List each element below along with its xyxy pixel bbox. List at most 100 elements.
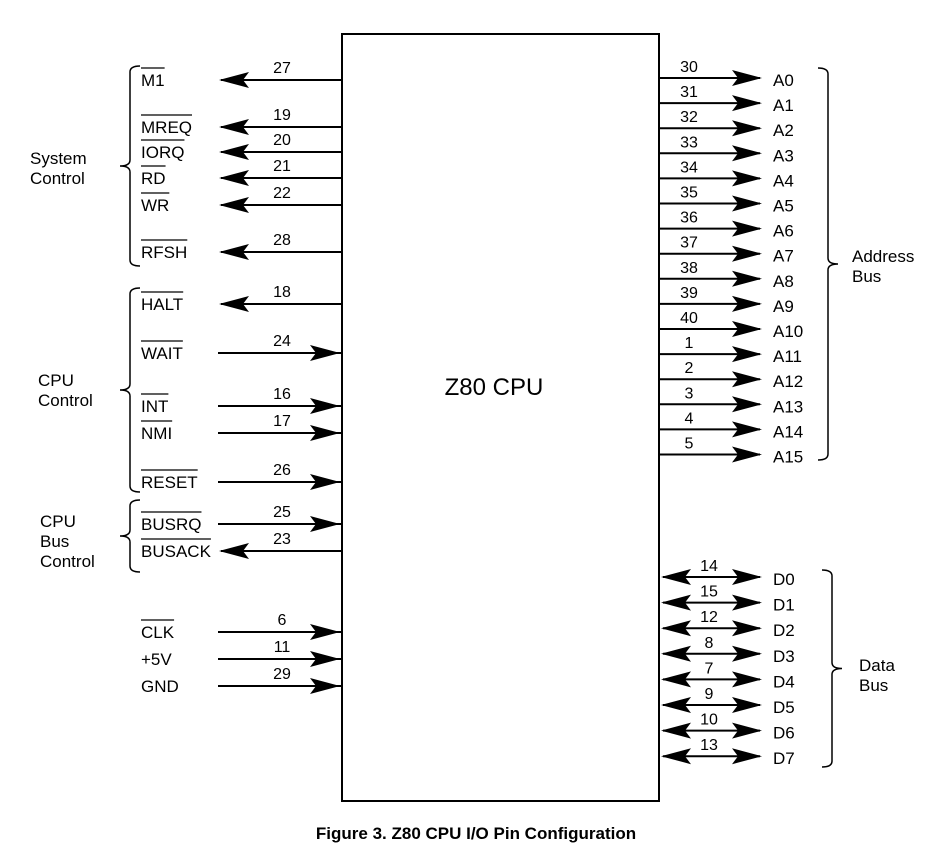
pin-number: 2 — [685, 360, 694, 377]
pin-label: CLK — [141, 623, 175, 642]
pin-number: 21 — [273, 158, 291, 175]
pin-number: 32 — [680, 109, 698, 126]
pin-label: A7 — [773, 247, 794, 266]
pin-number: 13 — [700, 737, 718, 754]
arrow-left-icon — [219, 170, 249, 186]
group-brace — [119, 65, 141, 267]
arrow-left-icon — [661, 748, 691, 765]
arrow-right-icon — [732, 170, 762, 187]
group-label: Control — [38, 391, 93, 410]
pin-label: NMI — [141, 424, 172, 443]
pin-label: D2 — [773, 621, 795, 640]
data-bus-brace — [821, 569, 843, 768]
arrow-right-icon — [732, 594, 762, 611]
pin-number: 19 — [273, 107, 291, 124]
pins-layer: M127MREQ19IORQ20RD21WR22RFSH28HALT18WAIT… — [141, 59, 803, 768]
arrow-left-icon — [219, 296, 249, 312]
pin-number: 7 — [705, 660, 714, 677]
pin-number: 10 — [700, 712, 718, 729]
pin-label: A5 — [773, 197, 794, 216]
pin-number: 8 — [705, 635, 714, 652]
arrow-right-icon — [732, 295, 762, 312]
pin-d3: 8D3 — [661, 635, 795, 666]
pin-number: 33 — [680, 134, 698, 151]
pin-number: 31 — [680, 84, 698, 101]
chip-body — [341, 33, 660, 802]
pin-label: D3 — [773, 647, 795, 666]
arrow-right-icon — [732, 346, 762, 363]
arrow-right-icon — [732, 245, 762, 262]
pin-label: RFSH — [141, 243, 187, 262]
arrow-right-icon — [732, 371, 762, 388]
pin-number: 40 — [680, 310, 698, 327]
arrow-right-icon — [310, 624, 340, 640]
pin-number: 25 — [273, 504, 291, 521]
arrow-right-icon — [310, 516, 340, 532]
arrow-right-icon — [310, 345, 340, 361]
arrow-right-icon — [732, 220, 762, 237]
pin-label: D6 — [773, 724, 795, 743]
pin-label: WR — [141, 196, 169, 215]
group-brace — [119, 287, 141, 493]
arrow-left-icon — [661, 569, 691, 585]
pin-number: 35 — [680, 185, 698, 202]
pin-number: 29 — [273, 666, 291, 683]
pin-number: 39 — [680, 285, 698, 302]
pin-number: 18 — [273, 284, 291, 301]
arrow-right-icon — [310, 425, 340, 441]
arrow-left-icon — [661, 645, 691, 662]
pin-label: A14 — [773, 422, 803, 441]
arrow-right-icon — [732, 697, 762, 713]
group-brace — [119, 499, 141, 573]
pin-label: +5V — [141, 650, 172, 669]
pin-number: 27 — [273, 60, 291, 77]
pin-label: A12 — [773, 372, 803, 391]
pin-label: D7 — [773, 749, 795, 768]
pin-label: WAIT — [141, 344, 183, 363]
pin-label: BUSRQ — [141, 515, 201, 534]
arrow-left-icon — [219, 197, 249, 213]
pin-number: 36 — [680, 210, 698, 227]
figure-caption: Figure 3. Z80 CPU I/O Pin Configuration — [316, 824, 636, 843]
arrow-left-icon — [661, 620, 691, 637]
pin-label: RD — [141, 169, 166, 188]
arrow-right-icon — [732, 120, 762, 137]
arrow-left-icon — [219, 72, 249, 88]
arrow-right-icon — [310, 474, 340, 490]
pin-label: D4 — [773, 672, 795, 691]
pin-label: BUSACK — [141, 542, 212, 561]
pin-number: 15 — [700, 584, 718, 601]
arrow-right-icon — [732, 145, 762, 162]
pin-label: D1 — [773, 596, 795, 615]
pin-label: A13 — [773, 397, 803, 416]
arrow-right-icon — [732, 421, 762, 438]
arrow-left-icon — [661, 697, 691, 713]
group-label: System — [30, 149, 87, 168]
arrow-left-icon — [661, 671, 691, 688]
groups-layer: SystemControlCPUControlCPUBusControlAddr… — [30, 65, 914, 768]
pin-number: 3 — [685, 385, 694, 402]
pin-number: 26 — [273, 462, 291, 479]
pin-number: 20 — [273, 132, 291, 149]
pin-label: D0 — [773, 570, 795, 589]
arrow-right-icon — [732, 748, 762, 765]
pin-number: 16 — [273, 386, 291, 403]
